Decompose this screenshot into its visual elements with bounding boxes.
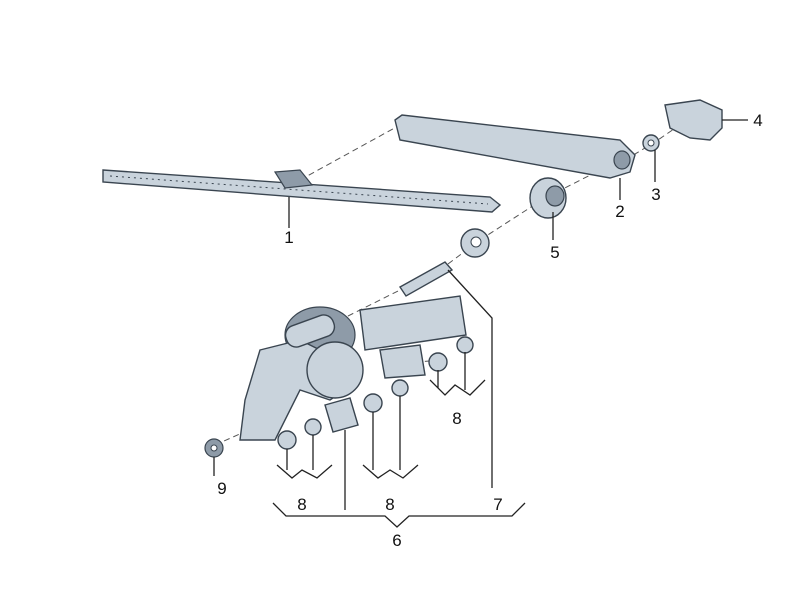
spindle (398, 261, 454, 297)
callout-1: 1 (284, 228, 293, 247)
cover-cap (664, 99, 723, 141)
callout-8: 8 (385, 495, 394, 514)
callout-9: 9 (217, 479, 226, 498)
assembly-line (299, 124, 401, 181)
callout-3: 3 (651, 185, 660, 204)
wiper-motor (239, 295, 467, 441)
callout-5: 5 (550, 243, 559, 262)
callout-6: 6 (392, 531, 401, 550)
callout-8: 8 (297, 495, 306, 514)
callout-7: 7 (493, 495, 502, 514)
nut (642, 134, 660, 152)
nut (204, 438, 224, 458)
callout-4: 4 (753, 111, 762, 130)
rubber-mounts (277, 336, 474, 450)
wiper-arm (394, 114, 636, 179)
seal-washer (460, 228, 490, 258)
assembly-line (439, 159, 621, 271)
callout-8: 8 (452, 409, 461, 428)
grommet (529, 177, 567, 219)
callout-2: 2 (615, 202, 624, 221)
wiper-blade (102, 169, 502, 213)
